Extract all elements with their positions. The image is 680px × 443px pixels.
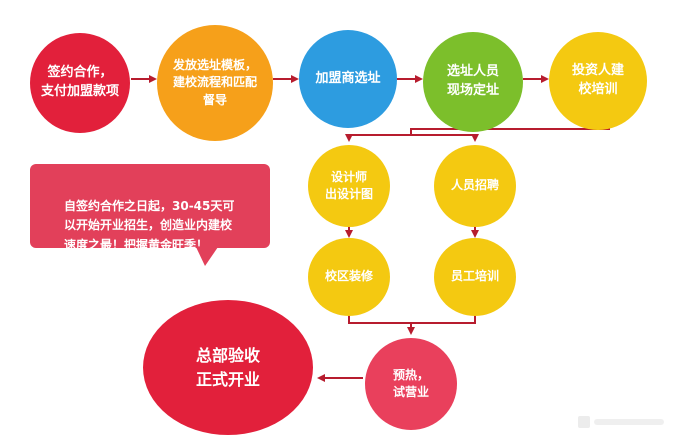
step-acceptance: 总部验收 正式开业 [143,300,313,435]
step-investor-training: 投资人建 校培训 [549,32,647,130]
step-renovation: 校区装修 [308,238,390,316]
step-designer: 设计师 出设计图 [308,145,390,227]
info-note-text: 自签约合作之日起，30-45天可 以开始开业招生，创造业内建校 速度之最！把握黄… [64,199,235,252]
step-sign-contract-label: 签约合作， 支付加盟款项 [40,65,119,99]
step-partner-site: 加盟商选址 [299,30,397,128]
step-investor-training-label: 投资人建 校培训 [571,63,624,97]
merge-connector [348,314,476,324]
step-designer-label: 设计师 出设计图 [324,169,373,201]
step-trial-run-label: 预热， 试营业 [392,367,429,399]
info-note: 自签约合作之日起，30-45天可 以开始开业招生，创造业内建校 速度之最！把握黄… [30,164,270,252]
step-staff-onsite: 选址人员 现场定址 [423,32,523,132]
step-trial-run: 预热， 试营业 [365,338,457,430]
step-renovation-label: 校区装修 [324,269,373,284]
step-site-template: 发放选址模板， 建校流程和匹配 督导 [157,25,273,141]
step-recruitment: 人员招聘 [434,145,516,227]
watermark-logo [578,416,664,428]
step-staff-onsite-label: 选址人员 现场定址 [446,64,499,98]
step-staff-training-label: 员工培训 [450,269,499,284]
step-sign-contract: 签约合作， 支付加盟款项 [30,33,130,133]
step-partner-site-label: 加盟商选址 [315,70,381,86]
step-staff-training: 员工培训 [434,238,516,316]
step-site-template-label: 发放选址模板， 建校流程和匹配 督导 [172,57,257,107]
step-acceptance-label: 总部验收 正式开业 [195,346,260,389]
step-recruitment-label: 人员招聘 [450,178,499,193]
